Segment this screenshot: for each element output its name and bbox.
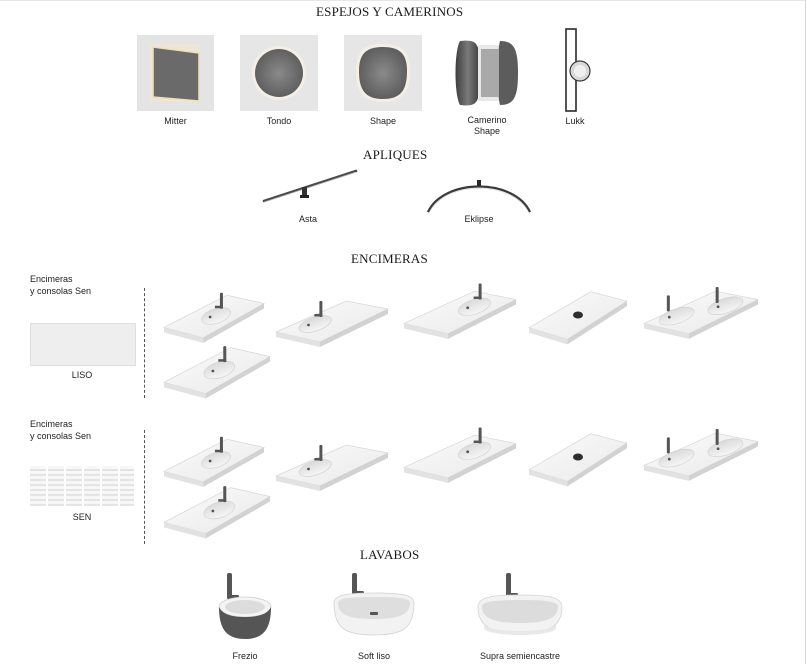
finish-swatch-liso[interactable] [30,323,136,366]
countertop-image-sen-1[interactable] [160,434,268,487]
group2-title-line1: Encimeras [30,419,73,429]
product-label-supra-semiencastre: Supra semiencastre [479,651,561,661]
lukk-mirror-icon [565,28,591,112]
finish-swatch-sen[interactable] [30,466,134,506]
countertop-image-liso-2[interactable] [272,296,392,347]
product-image-shape[interactable] [344,35,422,111]
tondo-mirror-icon [252,46,306,100]
section-title-wall-lamps: APLIQUES [363,147,428,162]
countertop-image-liso-1[interactable] [160,290,268,343]
product-label-lukk: Lukk [565,116,585,126]
finish-label-sen: SEN [72,512,92,522]
countertop-image-sen-2[interactable] [272,440,392,491]
product-image-frezio[interactable] [205,569,285,645]
asta-lamp-icon [262,169,358,203]
product-label-soft-liso: Soft liso [357,651,390,661]
section-title-basins: LAVABOS [360,547,420,562]
product-label-camerino-shape: Camerino Shape [448,115,526,137]
camerino-label-line2: Shape [473,126,501,136]
section-title-mirrors: ESPEJOS Y CAMERINOS [316,4,464,19]
product-image-lukk[interactable] [556,27,596,113]
product-label-asta: Asta [298,214,317,224]
soft-liso-basin-icon [333,573,415,636]
countertop-image-liso-3[interactable] [400,283,520,339]
camerino-label-line1: Camerino [467,115,507,125]
finish-label-liso: LISO [71,370,93,380]
product-image-eklipse[interactable] [420,170,538,216]
mitter-mirror-icon [150,44,200,102]
group2-title-line2: y consolas Sen [30,431,92,441]
group1-title-line2: y consolas Sen [30,286,92,296]
group1-title-line1: Encimeras [30,274,73,284]
camerino-cabinet-icon [455,40,518,106]
countertop-group-liso-title: Encimeras y consolas Sen [30,273,91,297]
product-image-mitter[interactable] [137,35,214,111]
product-image-asta[interactable] [254,163,366,209]
countertop-image-sen-5[interactable] [640,428,762,481]
eklipse-lamp-icon [427,180,531,214]
product-label-eklipse: Eklipse [464,214,494,224]
countertop-image-sen-3[interactable] [400,427,520,483]
product-image-supra-semiencastre[interactable] [472,569,568,645]
product-label-shape: Shape [369,116,397,126]
product-image-soft-liso[interactable] [326,569,422,645]
shape-mirror-icon [356,44,410,102]
countertop-image-liso-6[interactable] [160,342,274,399]
product-image-camerino-shape[interactable] [448,35,526,111]
group2-divider [144,430,145,544]
countertop-image-sen-6[interactable] [160,482,274,539]
frezio-basin-icon [218,573,272,639]
countertop-group-sen-title: Encimeras y consolas Sen [30,418,91,442]
product-label-frezio: Frezio [232,651,258,661]
section-title-countertops: ENCIMERAS [351,251,428,266]
product-image-tondo[interactable] [240,35,318,111]
group1-divider [144,288,145,398]
product-label-mitter: Mitter [164,116,187,126]
countertop-image-sen-4[interactable] [525,428,631,487]
countertop-image-liso-4[interactable] [525,286,631,345]
countertop-image-liso-5[interactable] [640,286,762,339]
product-label-tondo: Tondo [266,116,292,126]
supra-basin-icon [477,573,563,635]
